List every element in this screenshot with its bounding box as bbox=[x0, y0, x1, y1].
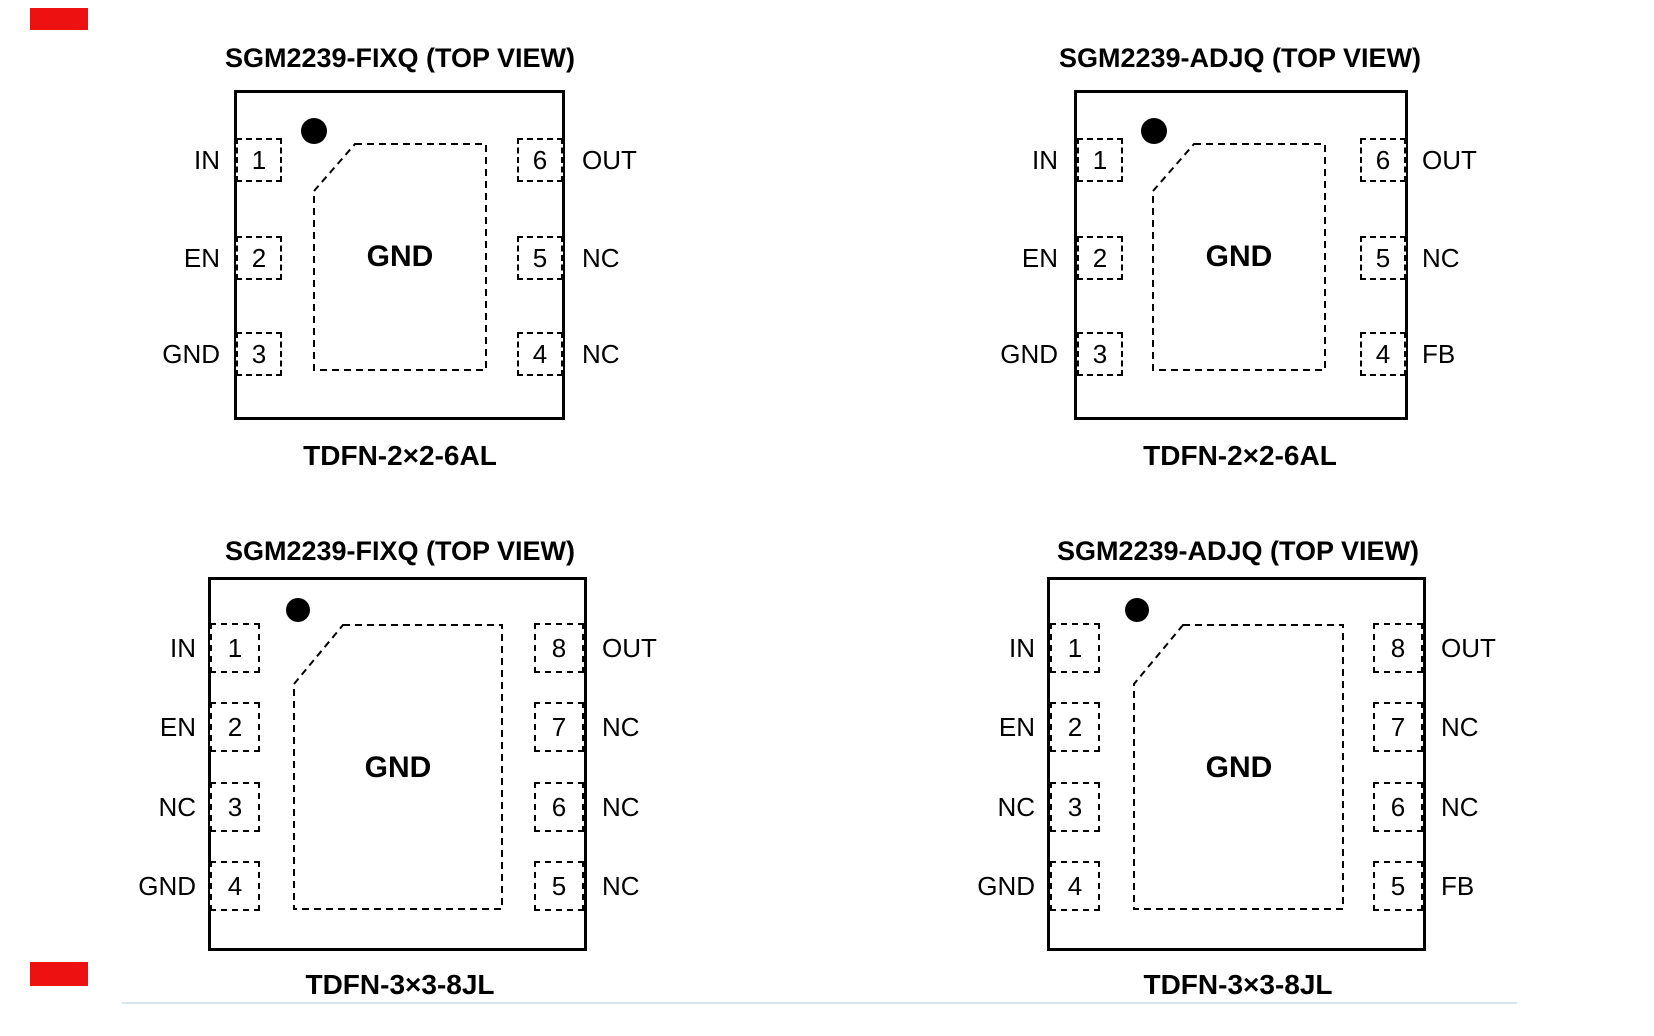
chip-outline bbox=[1047, 577, 1426, 951]
pin-name-label: EN bbox=[159, 712, 196, 742]
thermal-pad-label: GND bbox=[364, 751, 432, 784]
pin-box-8: 8 bbox=[534, 623, 584, 673]
pin-box-5: 5 bbox=[1373, 861, 1423, 911]
chip-title: SGM2239-FIXQ (TOP VIEW) bbox=[224, 536, 576, 566]
thermal-pad-label: GND bbox=[1205, 240, 1273, 273]
pin-box-7: 7 bbox=[1373, 702, 1423, 752]
pin-name-label: OUT bbox=[1422, 145, 1477, 175]
pin-name-label: NC bbox=[602, 712, 640, 742]
pin-name-label: GND bbox=[977, 871, 1035, 901]
chip-outline bbox=[234, 90, 565, 420]
pin-name-label: NC bbox=[158, 792, 196, 822]
pin-box-4: 4 bbox=[517, 332, 563, 376]
pin1-indicator-dot bbox=[301, 118, 327, 144]
thermal-pad-outline bbox=[293, 624, 503, 910]
pin-box-7: 7 bbox=[534, 702, 584, 752]
pin-name-label: NC bbox=[1441, 712, 1479, 742]
package-name-caption: TDFN-2×2-6AL bbox=[303, 440, 497, 471]
thermal-pad-outline bbox=[313, 143, 487, 371]
thermal-pad-label: GND bbox=[366, 240, 434, 273]
pin-box-2: 2 bbox=[1050, 702, 1100, 752]
pin-name-label: OUT bbox=[1441, 633, 1496, 663]
pin-box-4: 4 bbox=[1360, 332, 1406, 376]
pin-box-1: 1 bbox=[1050, 623, 1100, 673]
pin1-indicator-dot bbox=[1141, 118, 1167, 144]
pin-name-label: NC bbox=[582, 243, 620, 273]
pin-box-3: 3 bbox=[1077, 332, 1123, 376]
pin-box-5: 5 bbox=[517, 236, 563, 280]
pin-name-label: EN bbox=[183, 243, 220, 273]
chip-title: SGM2239-ADJQ (TOP VIEW) bbox=[1058, 43, 1422, 73]
pin-box-3: 3 bbox=[1050, 782, 1100, 832]
chip-outline bbox=[1074, 90, 1408, 420]
pin1-indicator-dot bbox=[1125, 598, 1149, 622]
pin-box-5: 5 bbox=[534, 861, 584, 911]
pin-box-1: 1 bbox=[236, 138, 282, 182]
pin-name-label: NC bbox=[997, 792, 1035, 822]
thermal-pad-outline bbox=[1133, 624, 1344, 910]
pin-name-label: OUT bbox=[582, 145, 637, 175]
chip-title: SGM2239-FIXQ (TOP VIEW) bbox=[224, 43, 576, 73]
chip-title: SGM2239-ADJQ (TOP VIEW) bbox=[1056, 536, 1420, 566]
pin-name-label: OUT bbox=[602, 633, 657, 663]
thermal-pad-label: GND bbox=[1205, 751, 1273, 784]
pin-box-5: 5 bbox=[1360, 236, 1406, 280]
pin-name-label: GND bbox=[1000, 339, 1058, 369]
pin-name-label: IN bbox=[1009, 633, 1035, 663]
pin-box-6: 6 bbox=[1360, 138, 1406, 182]
pin-box-6: 6 bbox=[1373, 782, 1423, 832]
pin-name-label: FB bbox=[1441, 871, 1475, 901]
pin-box-4: 4 bbox=[210, 861, 260, 911]
pin-name-label: EN bbox=[998, 712, 1035, 742]
pin-box-2: 2 bbox=[1077, 236, 1123, 280]
pin-name-label: IN bbox=[170, 633, 196, 663]
pin-box-1: 1 bbox=[1077, 138, 1123, 182]
pin-name-label: NC bbox=[602, 792, 640, 822]
pin-box-4: 4 bbox=[1050, 861, 1100, 911]
pin-box-1: 1 bbox=[210, 623, 260, 673]
chip-outline bbox=[208, 577, 587, 951]
pin-name-label: NC bbox=[1422, 243, 1460, 273]
pin-box-2: 2 bbox=[210, 702, 260, 752]
redaction-mark-top-left bbox=[30, 8, 88, 30]
pin-box-6: 6 bbox=[534, 782, 584, 832]
pin-box-3: 3 bbox=[236, 332, 282, 376]
pin-name-label: NC bbox=[582, 339, 620, 369]
pin-name-label: NC bbox=[602, 871, 640, 901]
redaction-mark-bottom-left bbox=[30, 962, 88, 986]
pin-name-label: FB bbox=[1422, 339, 1456, 369]
thermal-pad-outline bbox=[1152, 143, 1326, 371]
pin-box-3: 3 bbox=[210, 782, 260, 832]
page-divider-line bbox=[122, 1002, 1517, 1004]
pin-name-label: NC bbox=[1441, 792, 1479, 822]
pin-box-8: 8 bbox=[1373, 623, 1423, 673]
package-name-caption: TDFN-3×3-8JL bbox=[305, 969, 495, 1000]
pin-name-label: IN bbox=[1032, 145, 1058, 175]
package-name-caption: TDFN-2×2-6AL bbox=[1143, 440, 1337, 471]
pin-box-6: 6 bbox=[517, 138, 563, 182]
package-name-caption: TDFN-3×3-8JL bbox=[1143, 969, 1333, 1000]
pin-name-label: EN bbox=[1021, 243, 1058, 273]
pin-name-label: GND bbox=[138, 871, 196, 901]
pin-name-label: IN bbox=[194, 145, 220, 175]
pin1-indicator-dot bbox=[286, 598, 310, 622]
pin-name-label: GND bbox=[162, 339, 220, 369]
pin-box-2: 2 bbox=[236, 236, 282, 280]
